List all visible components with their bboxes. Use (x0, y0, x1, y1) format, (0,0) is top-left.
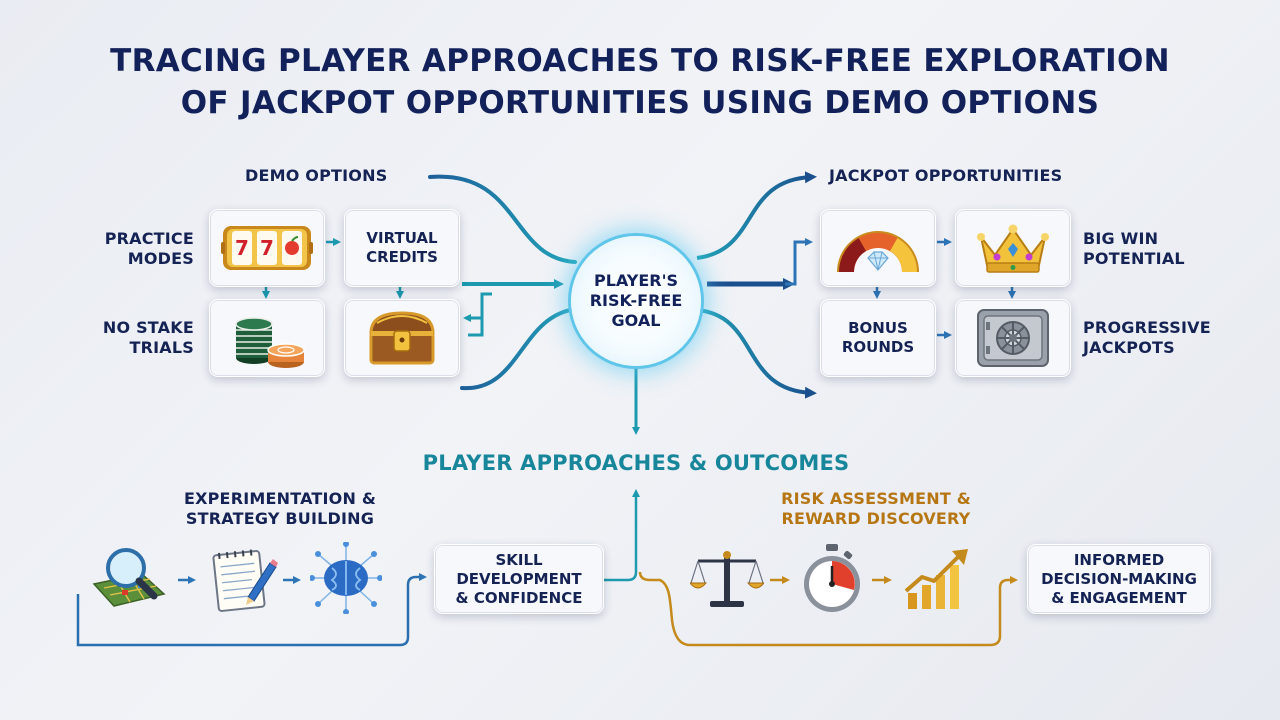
jeweled-crown-card (955, 209, 1071, 287)
practice-modes-line-2: MODES (127, 249, 194, 268)
demo-options-heading: DEMO OPTIONS (245, 166, 388, 185)
no-stake-line-1: NO STAKE (102, 318, 194, 337)
progressive-line-1: PROGRESSIVE (1083, 318, 1211, 337)
experimentation-line-1: EXPERIMENTATION & (183, 489, 377, 508)
title-line-2: OF JACKPOT OPPORTUNITIES USING DEMO OPTI… (180, 85, 1100, 121)
growth-chart-icon (904, 549, 968, 609)
treasure-chest-icon (369, 311, 435, 365)
hub-line-2: RISK-FREE (589, 291, 683, 310)
jackpot-opportunities-heading: JACKPOT OPPORTUNITIES (829, 166, 1063, 185)
svg-text:7: 7 (235, 236, 249, 260)
diagram-title: TRACING PLAYER APPROACHES TO RISK-FREE E… (0, 40, 1280, 124)
big-win-potential-label: BIG WIN POTENTIAL (1083, 229, 1185, 269)
slot-machine-reels-icon: 7 7 (221, 226, 313, 270)
risk-assessment-line-1: RISK ASSESSMENT & (781, 489, 971, 508)
progressive-jackpots-label: PROGRESSIVE JACKPOTS (1083, 318, 1211, 358)
bonus-rounds-card: BONUS ROUNDS (820, 299, 936, 377)
virtual-credits-line-1: VIRTUAL (366, 229, 438, 247)
treasure-chest-card (344, 299, 460, 377)
magnifier-map-icon (92, 548, 166, 607)
svg-text:7: 7 (260, 236, 274, 260)
practice-modes-line-1: PRACTICE (104, 229, 194, 248)
experimentation-label: EXPERIMENTATION & STRATEGY BUILDING (160, 489, 400, 529)
bonus-rounds-line-2: ROUNDS (841, 338, 915, 356)
approaches-outcomes-heading: PLAYER APPROACHES & OUTCOMES (422, 451, 850, 475)
informed-line-2: DECISION-MAKING (1041, 569, 1197, 588)
hub-line-1: PLAYER'S (593, 271, 679, 290)
experimentation-line-2: STRATEGY BUILDING (185, 509, 375, 528)
skill-line-3: & CONFIDENCE (455, 588, 583, 607)
virtual-credits-line-2: CREDITS (366, 248, 438, 266)
informed-line-1: INFORMED (1073, 550, 1165, 569)
skill-development-card: SKILL DEVELOPMENT & CONFIDENCE (434, 544, 604, 614)
big-win-line-2: POTENTIAL (1083, 249, 1185, 268)
virtual-credits-card: VIRTUAL CREDITS (344, 209, 460, 287)
title-line-1: TRACING PLAYER APPROACHES TO RISK-FREE E… (110, 43, 1170, 79)
no-stake-line-2: TRIALS (129, 338, 194, 357)
vault-card (955, 299, 1071, 377)
no-stake-trials-label: NO STAKE TRIALS (70, 318, 194, 358)
jeweled-crown-icon (977, 224, 1049, 273)
risk-assessment-label: RISK ASSESSMENT & REWARD DISCOVERY (746, 489, 1006, 529)
practice-modes-label: PRACTICE MODES (70, 229, 194, 269)
notepad-pencil-icon (212, 549, 278, 612)
hub-line-3: GOAL (611, 311, 661, 330)
diamond-gauge-card (820, 209, 936, 287)
big-win-line-1: BIG WIN (1083, 229, 1159, 248)
vault-safe-icon (977, 309, 1049, 367)
casino-chips-card (209, 299, 325, 377)
casino-chips-icon (235, 317, 305, 368)
balance-scales-icon (690, 551, 764, 607)
risk-assessment-line-2: REWARD DISCOVERY (781, 509, 971, 528)
slot-machine-card: 7 7 (209, 209, 325, 287)
risk-free-goal-hub: PLAYER'S RISK-FREE GOAL (571, 236, 701, 366)
informed-line-3: & ENGAGEMENT (1051, 588, 1187, 607)
progressive-line-2: JACKPOTS (1083, 338, 1175, 357)
informed-decision-card: INFORMED DECISION-MAKING & ENGAGEMENT (1027, 544, 1211, 614)
bonus-rounds-line-1: BONUS (848, 319, 908, 337)
skill-line-1: SKILL (495, 550, 543, 569)
diamond-gauge-icon (837, 231, 919, 273)
skill-line-2: DEVELOPMENT (456, 569, 582, 588)
network-brain-icon (310, 542, 382, 614)
stopwatch-icon (804, 544, 860, 612)
